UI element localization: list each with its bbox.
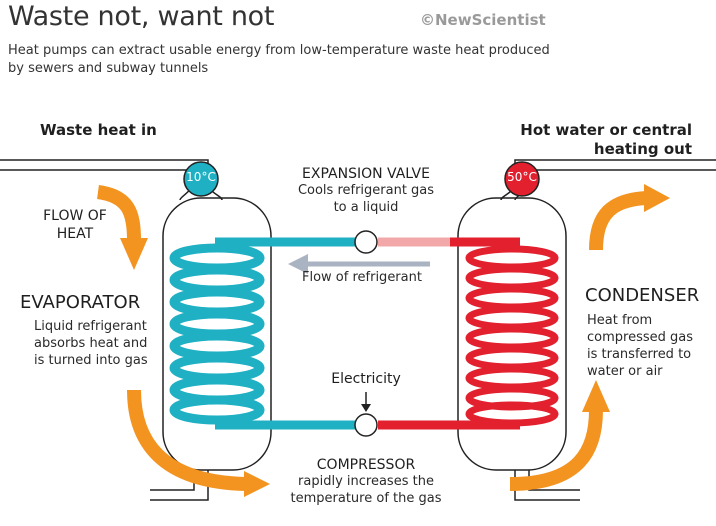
evaporator-desc-line1: Liquid refrigerant <box>34 319 147 334</box>
heat-flow-arrows <box>96 185 647 491</box>
expansion-valve <box>354 230 378 254</box>
hot-temp-badge <box>504 161 540 197</box>
evaporator-description: Liquid refrigerant absorbs heat and is t… <box>34 318 154 369</box>
compressor <box>354 413 378 437</box>
flow-of-heat-line1: FLOW OF <box>43 208 107 224</box>
cold-temp-label: 10°C <box>186 170 216 184</box>
condenser-desc-line1: Heat from <box>587 313 653 328</box>
cold-temp-badge <box>183 161 219 197</box>
newscientist-logo: ©NewScientist <box>420 11 546 29</box>
compressor-label: COMPRESSOR rapidly increases the tempera… <box>266 457 466 507</box>
waste-heat-in-label: Waste heat in <box>40 121 157 139</box>
compressor-desc-line2: temperature of the gas <box>290 491 442 506</box>
hot-water-out-line1: Hot water or central <box>520 121 692 139</box>
flow-of-heat-line2: HEAT <box>56 226 94 242</box>
hot-water-out-line2: heating out <box>593 140 692 158</box>
evaporator-desc-line2: absorbs heat and <box>34 336 148 351</box>
electricity-label: Electricity <box>331 371 401 387</box>
condenser-title: CONDENSER <box>585 285 700 306</box>
page-subtitle: Heat pumps can extract usable energy fro… <box>8 43 550 76</box>
expansion-valve-title: EXPANSION VALVE <box>302 166 430 182</box>
expansion-valve-desc-line2: to a liquid <box>333 200 399 215</box>
expansion-valve-label: EXPANSION VALVE Cools refrigerant gas to… <box>266 166 466 216</box>
flow-of-refrigerant-label: Flow of refrigerant <box>302 270 422 285</box>
condenser-description: Heat from compressed gas is transferred … <box>587 312 707 380</box>
condenser-desc-line3: is transferred to <box>587 347 692 362</box>
evaporator-coil <box>169 243 265 425</box>
hot-temp-label: 50°C <box>507 170 537 184</box>
condenser-desc-line4: water or air <box>587 364 663 379</box>
compressor-desc-line1: rapidly increases the <box>298 474 434 489</box>
heat-arrowhead-top-right <box>644 184 670 212</box>
hot-water-out-label: Hot water or central heating out <box>520 121 692 159</box>
expansion-valve-desc-line1: Cools refrigerant gas <box>297 183 435 198</box>
heat-arrowhead-left-down <box>120 238 148 270</box>
condenser-coil <box>465 245 559 427</box>
heat-arrowhead-right-up <box>582 380 610 412</box>
evaporator-title: EVAPORATOR <box>20 292 141 313</box>
evaporator-desc-line3: is turned into gas <box>34 353 148 368</box>
heat-arrowhead-bottom-right <box>244 471 270 497</box>
flow-of-heat-label: FLOW OF HEAT <box>40 207 110 243</box>
compressor-title: COMPRESSOR <box>316 457 416 473</box>
condenser-desc-line2: compressed gas <box>587 330 693 345</box>
page-title: Waste not, want not <box>8 1 275 32</box>
